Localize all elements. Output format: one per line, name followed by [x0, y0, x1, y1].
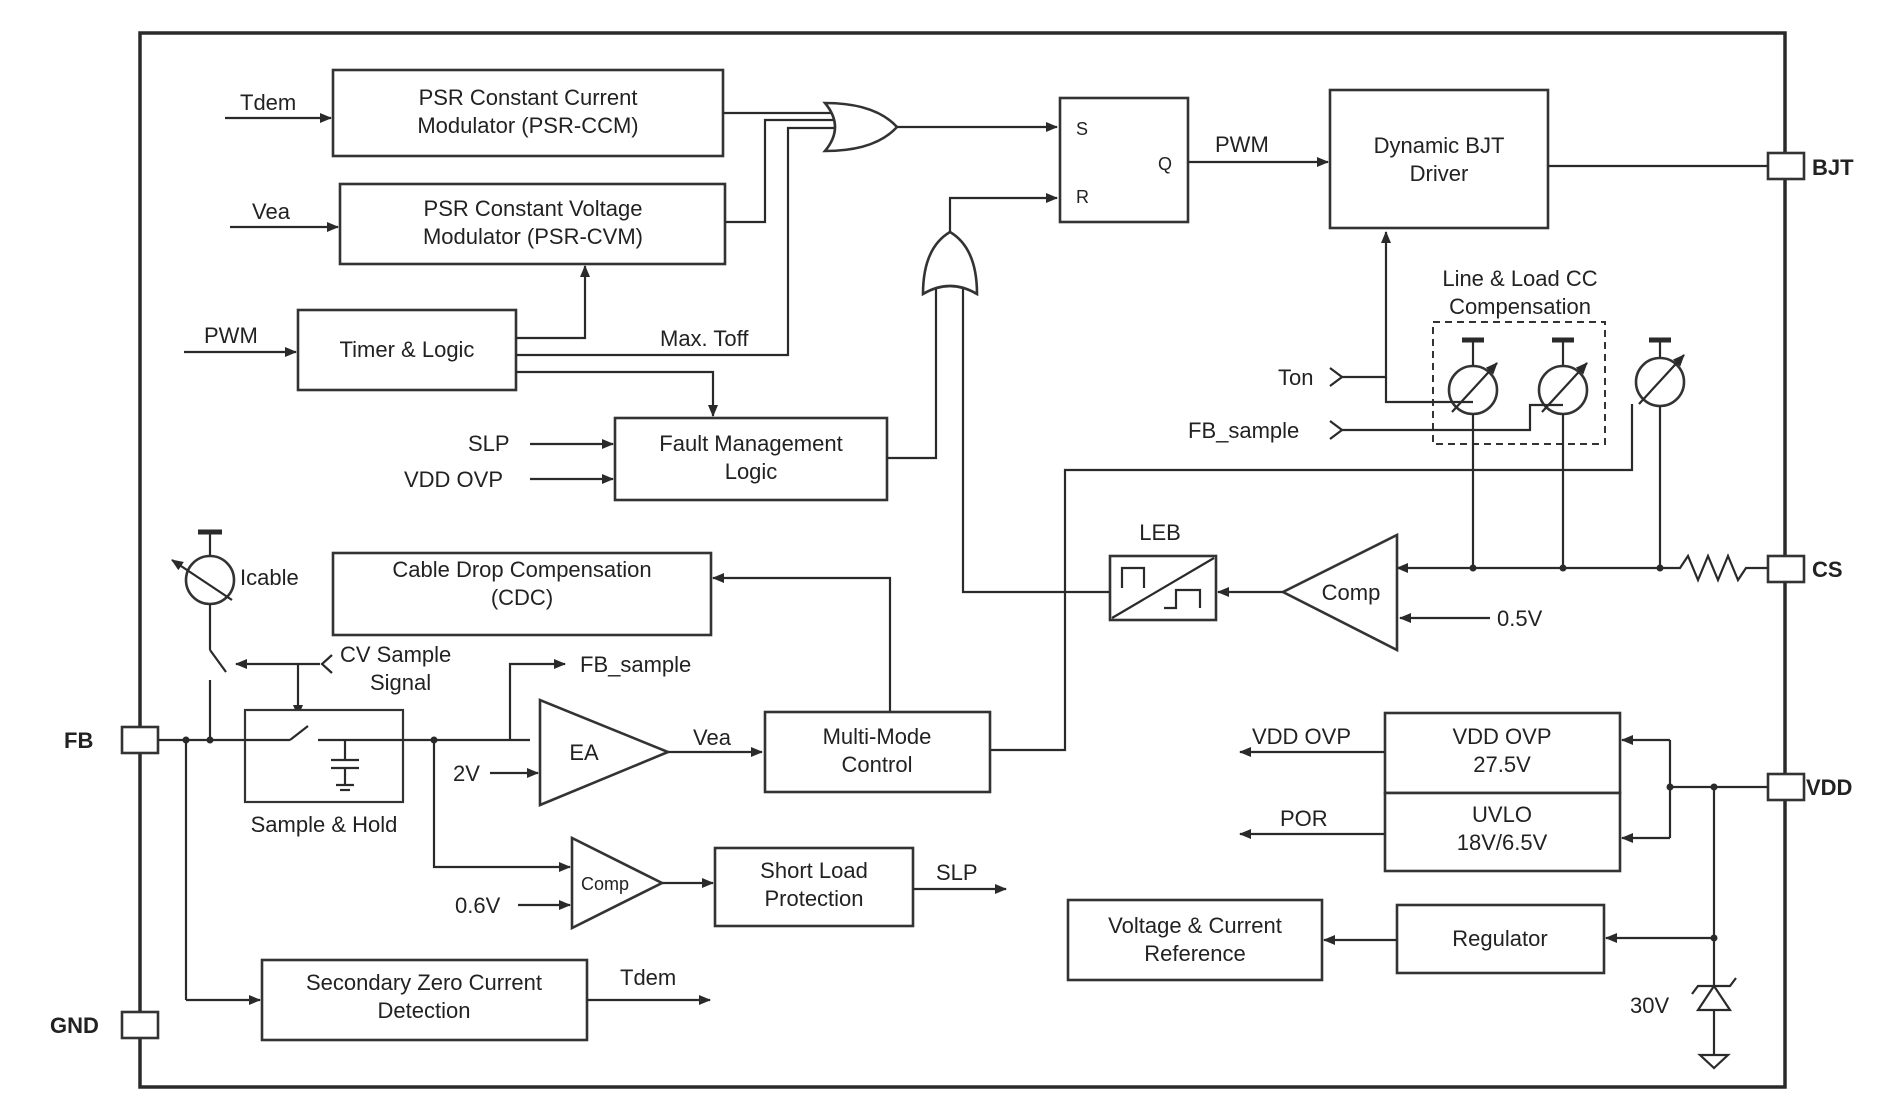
- uvlo-block: [1383, 791, 1622, 873]
- short-load-line2: Protection: [764, 886, 863, 911]
- sample-hold-block: [243, 708, 405, 804]
- ea-label: EA: [569, 740, 599, 765]
- fb-sample-input-label: FB_sample: [1188, 418, 1299, 443]
- zener-diode: [1691, 977, 1737, 1012]
- bjt-pin: [1766, 151, 1806, 181]
- gnd-pin: [120, 1010, 160, 1040]
- or-gate-fault: [921, 230, 979, 297]
- psr-cvm-line2: Modulator (PSR-CVM): [423, 224, 643, 249]
- voltage-current-reference-block: [1066, 898, 1324, 982]
- timer-logic-block: [296, 308, 518, 392]
- cdc-block: [331, 551, 713, 637]
- leb-label: LEB: [1139, 520, 1181, 545]
- ton-label: Ton: [1278, 365, 1313, 390]
- regulator-label: Regulator: [1452, 926, 1547, 951]
- fb-pin: [120, 725, 160, 755]
- bjt-driver-line2: Driver: [1410, 161, 1469, 186]
- short-load-line1: Short Load: [760, 858, 868, 883]
- current-source-3: [1634, 337, 1686, 408]
- cv-sample-line1: CV Sample: [340, 642, 451, 667]
- psr-ccm-block: [331, 68, 725, 158]
- cs-pin-label: CS: [1812, 557, 1843, 582]
- vdd-ovp-input-label: VDD OVP: [404, 467, 503, 492]
- cs-comparator-label: Comp: [1322, 580, 1381, 605]
- line-load-line2: Compensation: [1449, 294, 1591, 319]
- multi-mode-control-block: [763, 710, 992, 794]
- max-toff-label: Max. Toff: [660, 326, 749, 351]
- szcd-line1: Secondary Zero Current: [306, 970, 542, 995]
- psr-cvm-line1: PSR Constant Voltage: [424, 196, 643, 221]
- slp-input-label: SLP: [468, 431, 510, 456]
- tdem-input-label: Tdem: [240, 90, 296, 115]
- fault-logic-line1: Fault Management: [659, 431, 842, 456]
- or-gate-top: [822, 101, 899, 153]
- psr-ccm-line1: PSR Constant Current: [419, 85, 638, 110]
- flipflop-r: R: [1076, 187, 1089, 207]
- psr-cvm-block: [338, 182, 727, 266]
- v2-label: 2V: [453, 761, 480, 786]
- sample-hold-label: Sample & Hold: [251, 812, 398, 837]
- tdem-output-label: Tdem: [620, 965, 676, 990]
- pwm-output-label: PWM: [1215, 132, 1269, 157]
- current-source-2: [1537, 337, 1589, 416]
- pwm-input-label: PWM: [204, 323, 258, 348]
- slp-output-label: SLP: [936, 860, 978, 885]
- mmc-line2: Control: [842, 752, 913, 777]
- vea-input-label: Vea: [252, 199, 291, 224]
- line-load-line1: Line & Load CC: [1442, 266, 1597, 291]
- zener-label: 30V: [1630, 993, 1669, 1018]
- fb-pin-label: FB: [64, 728, 93, 753]
- v06-label: 0.6V: [455, 893, 501, 918]
- uvlo-line1: UVLO: [1472, 802, 1532, 827]
- fb-sample-output-label: FB_sample: [580, 652, 691, 677]
- cdc-line2: (CDC): [491, 585, 553, 610]
- flipflop-q: Q: [1158, 154, 1172, 174]
- por-label: POR: [1280, 806, 1328, 831]
- fault-logic-line2: Logic: [725, 459, 778, 484]
- vea-output-label: Vea: [693, 725, 732, 750]
- bjt-pin-label: BJT: [1812, 155, 1854, 180]
- small-comparator-label: Comp: [581, 874, 629, 894]
- vref-line1: Voltage & Current: [1108, 913, 1282, 938]
- vdd-ovp-line1: VDD OVP: [1452, 724, 1551, 749]
- timer-logic-label: Timer & Logic: [340, 337, 475, 362]
- icable-label: Icable: [240, 565, 299, 590]
- ground-symbol: [1697, 1053, 1731, 1070]
- szcd-line2: Detection: [378, 998, 471, 1023]
- vdd-ovp-block: [1383, 711, 1622, 795]
- vdd-pin: [1766, 772, 1806, 802]
- short-load-comparator: [570, 835, 665, 931]
- bjt-driver-block: [1328, 88, 1550, 230]
- uvlo-line2: 18V/6.5V: [1457, 830, 1548, 855]
- vdd-pin-label: VDD: [1806, 775, 1852, 800]
- sr-flipflop: [1058, 96, 1190, 224]
- psr-ccm-line2: Modulator (PSR-CCM): [417, 113, 638, 138]
- line-load-compensation-box: [1432, 321, 1606, 445]
- cs-comparator: [1280, 532, 1399, 653]
- gnd-pin-label: GND: [50, 1013, 99, 1038]
- flipflop-s: S: [1076, 119, 1088, 139]
- error-amplifier: [538, 698, 672, 807]
- vdd-ovp-line2: 27.5V: [1473, 752, 1531, 777]
- cdc-line1: Cable Drop Compensation: [392, 557, 651, 582]
- v05-label: 0.5V: [1497, 606, 1543, 631]
- bjt-driver-line1: Dynamic BJT: [1374, 133, 1505, 158]
- short-load-protection-block: [713, 846, 915, 928]
- fault-logic-block: [613, 416, 889, 502]
- vdd-ovp-output-label: VDD OVP: [1252, 724, 1351, 749]
- cs-pin: [1766, 554, 1806, 584]
- cv-sample-line2: Signal: [370, 670, 431, 695]
- vref-line2: Reference: [1144, 941, 1246, 966]
- mmc-line1: Multi-Mode: [823, 724, 932, 749]
